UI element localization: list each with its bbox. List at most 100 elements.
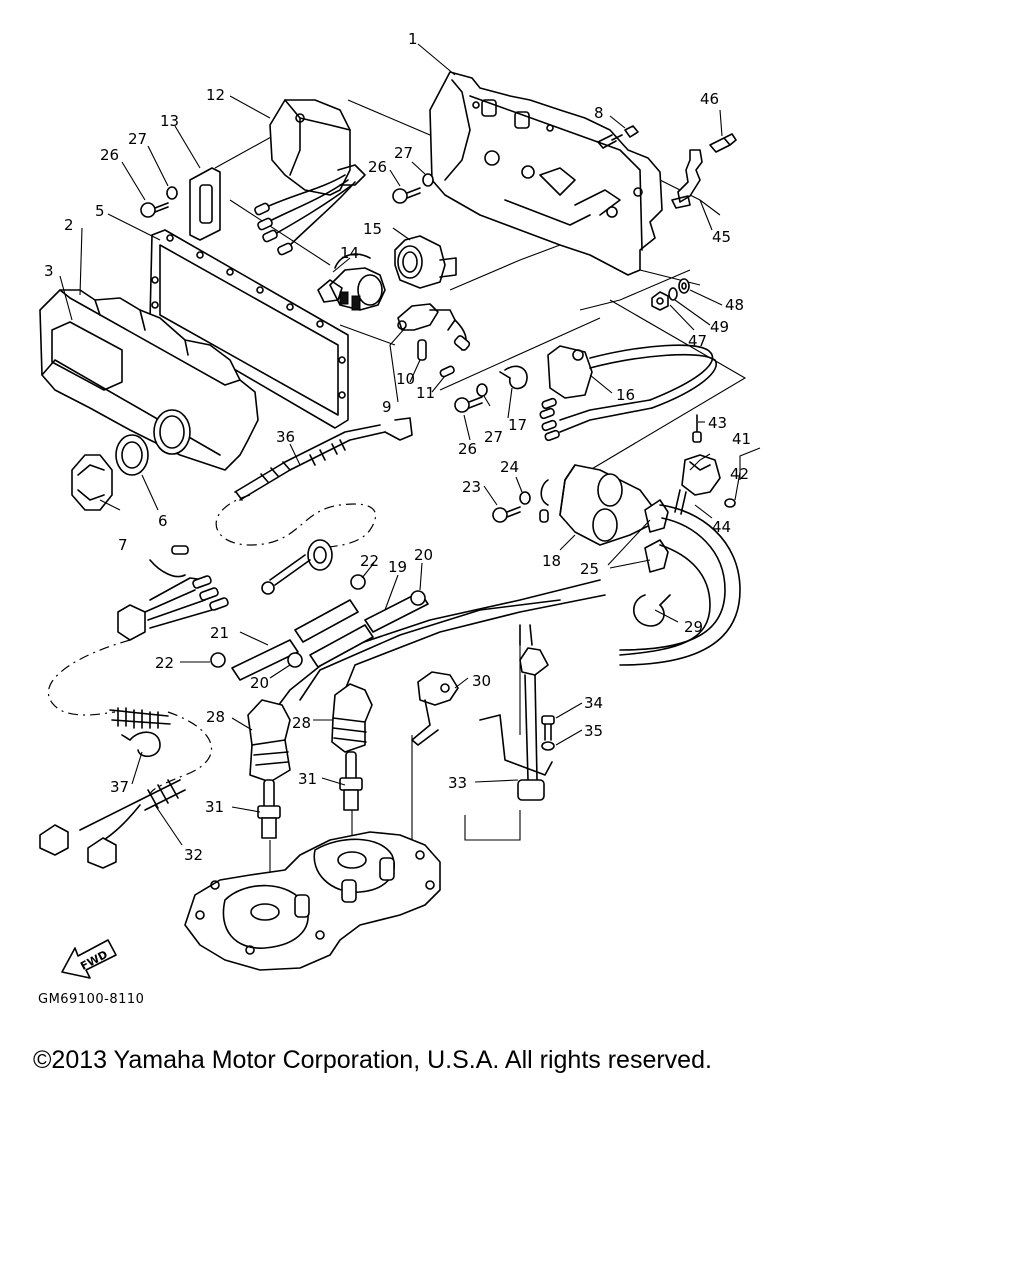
callout-14: 14 (340, 244, 359, 262)
callout-45: 45 (712, 228, 731, 246)
callout-leaders (59, 43, 761, 846)
callout-10: 10 (396, 370, 415, 388)
part-9-fuse-holder (397, 303, 471, 351)
callout-23: 23 (462, 478, 481, 496)
callout-32: 32 (184, 846, 203, 864)
part-12-cdi-unit (254, 99, 366, 256)
callout-27: 27 (394, 144, 413, 162)
part-36-cable (234, 417, 413, 501)
part-17-clamp (499, 365, 528, 390)
part-18-ignition-coil (539, 464, 656, 546)
high-tension-leads (274, 504, 741, 711)
callout-30: 30 (472, 672, 491, 690)
part-8-bolt (597, 125, 639, 149)
part-45-bracket (671, 149, 703, 209)
part-27-washer (422, 173, 434, 187)
copyright-notice: ©2013 Yamaha Motor Corporation, U.S.A. A… (33, 1046, 712, 1074)
callout-27: 27 (484, 428, 503, 446)
part-13-bracket (189, 167, 221, 241)
callout-3: 3 (44, 262, 54, 280)
part-14-relay (317, 253, 386, 311)
callout-42: 42 (730, 465, 749, 483)
callout-15: 15 (363, 220, 382, 238)
part-28-plug-cap (331, 683, 373, 753)
diagram-code: GM69100-8110 (38, 992, 145, 1007)
callout-28: 28 (206, 708, 225, 726)
callout-11: 11 (416, 384, 435, 402)
callout-16: 16 (616, 386, 635, 404)
callout-27: 27 (128, 130, 147, 148)
part-33-sensor (479, 624, 553, 801)
part-20-clamp (287, 590, 426, 668)
part-10-fuse (417, 339, 427, 361)
part-35-washer (541, 741, 555, 751)
callout-49: 49 (710, 318, 729, 336)
callout-9: 9 (382, 398, 392, 416)
part-26-screw (392, 187, 421, 204)
callout-48: 48 (725, 296, 744, 314)
part-49-washer (668, 287, 678, 301)
part-29-clamp (632, 594, 671, 627)
callout-labels: 1 2 3 5 6 7 8 9 10 11 12 13 14 15 16 17 … (44, 30, 751, 864)
part-27-washer (166, 186, 178, 200)
callout-25: 25 (580, 560, 599, 578)
callout-21: 21 (210, 624, 229, 642)
callout-26: 26 (100, 146, 119, 164)
callout-28: 28 (292, 714, 311, 732)
part-16-connector (539, 344, 718, 442)
part-30-bracket (411, 671, 459, 746)
callout-47: 47 (688, 332, 707, 350)
callout-24: 24 (500, 458, 519, 476)
part-2-cover (39, 289, 259, 471)
part-6-seal (115, 434, 149, 476)
part-47-nut (651, 291, 669, 311)
exploded-parts-diagram: FWD (39, 30, 761, 979)
callout-26: 26 (458, 440, 477, 458)
part-34-bolt (541, 715, 555, 741)
part-31-spark-plug (339, 751, 363, 811)
callout-31: 31 (205, 798, 224, 816)
callout-20: 20 (414, 546, 433, 564)
callout-43: 43 (708, 414, 727, 432)
callout-19: 19 (388, 558, 407, 576)
fwd-arrow-icon: FWD (61, 939, 117, 979)
callout-36: 36 (276, 428, 295, 446)
part-28-plug-cap (247, 699, 291, 783)
callout-5: 5 (95, 202, 105, 220)
part-42-washer (724, 498, 736, 508)
callout-34: 34 (584, 694, 603, 712)
part-23-screw (492, 506, 521, 523)
part-25-lead-grommet (644, 499, 669, 573)
part-32-wire-harness (39, 545, 229, 869)
callout-13: 13 (160, 112, 179, 130)
callout-2: 2 (64, 216, 74, 234)
callout-22: 22 (155, 654, 174, 672)
callout-1: 1 (408, 30, 418, 48)
callout-26: 26 (368, 158, 387, 176)
part-31-spark-plug (257, 779, 281, 839)
part-1-electrical-box (429, 71, 663, 276)
callout-33: 33 (448, 774, 467, 792)
part-21-sleeve (231, 639, 299, 681)
callout-41: 41 (732, 430, 751, 448)
part-15-sensor (394, 235, 457, 289)
callout-7: 7 (118, 536, 128, 554)
part-37-clamp (121, 731, 161, 758)
part-36-grommet (261, 539, 333, 595)
part-48-washer (678, 278, 690, 294)
callout-17: 17 (508, 416, 527, 434)
part-46-bolt (709, 133, 737, 153)
callout-12: 12 (206, 86, 225, 104)
part-19-sleeve (294, 591, 429, 668)
part-22-clamp (210, 574, 366, 668)
part-3-label (51, 321, 123, 391)
part-41-clamp (681, 454, 721, 496)
callout-46: 46 (700, 90, 719, 108)
callout-18: 18 (542, 552, 561, 570)
callout-35: 35 (584, 722, 603, 740)
part-26-screw (454, 396, 483, 413)
callout-29: 29 (684, 618, 703, 636)
part-26-screw (140, 202, 169, 218)
callout-8: 8 (594, 104, 604, 122)
callout-22: 22 (360, 552, 379, 570)
